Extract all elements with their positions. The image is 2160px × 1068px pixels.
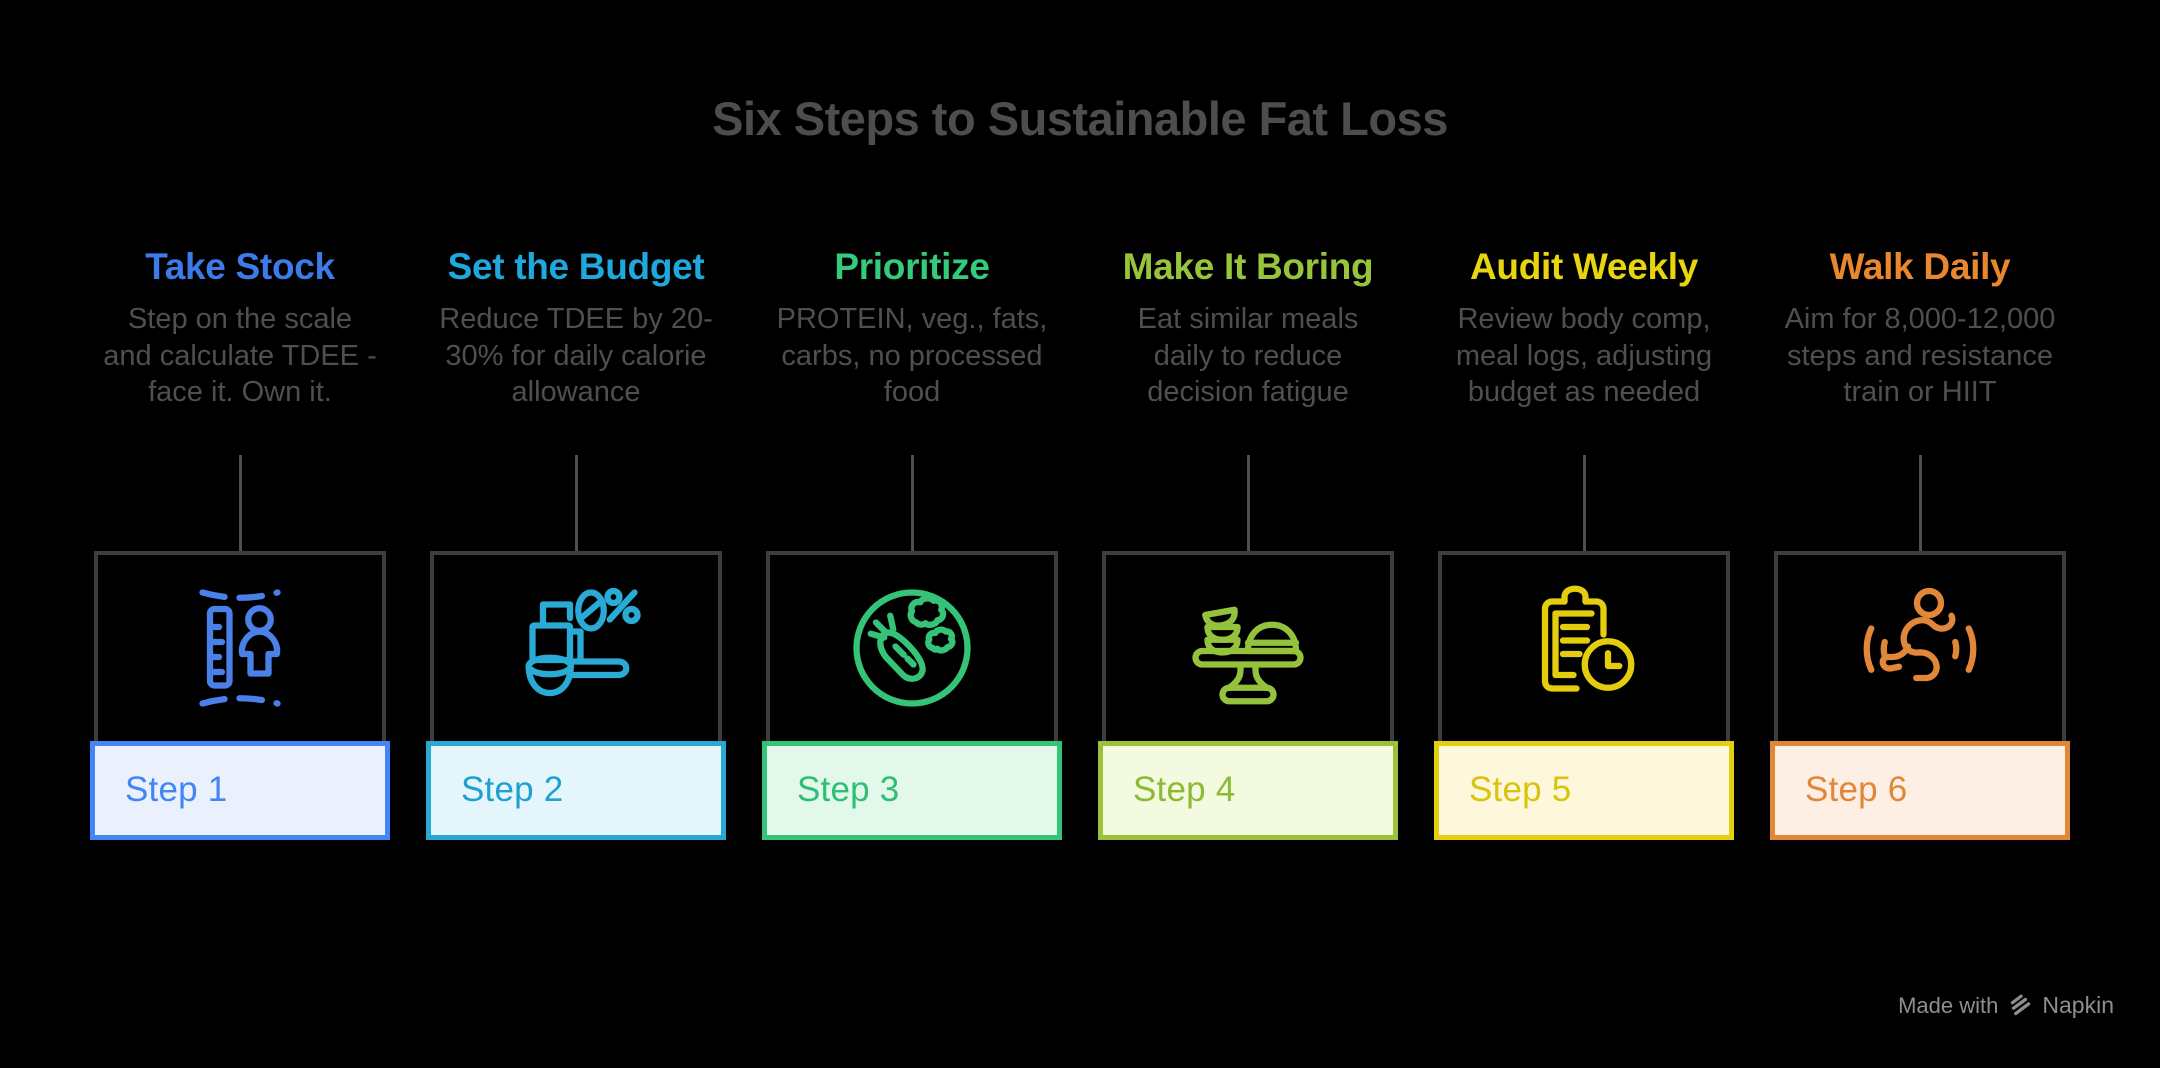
step-label-bar: Step 4 xyxy=(1098,740,1398,840)
step-icon-box xyxy=(1102,550,1394,741)
step-description: Eat similar meals daily to reduce decisi… xyxy=(1137,303,1359,408)
credit-text: Made with xyxy=(1898,992,1999,1018)
step-title: Prioritize xyxy=(834,246,990,287)
step-title: Set the Budget xyxy=(447,246,705,287)
step-title: Take Stock xyxy=(145,246,335,287)
credit-brand: Napkin xyxy=(2042,992,2114,1018)
step-icon-box xyxy=(94,550,386,741)
step-column-1: Take Stock Step on the scale and calcula… xyxy=(90,245,390,840)
step-icon-box xyxy=(1774,550,2066,741)
step-label: Step 6 xyxy=(1805,770,1908,809)
step-column-2: Set the Budget Reduce TDEE by 20- 30% fo… xyxy=(426,245,726,840)
clipboard-clock-icon xyxy=(1541,585,1635,692)
step-label-bar: Step 2 xyxy=(426,740,726,840)
calorie-budget-icon xyxy=(525,587,641,696)
step-icon-box xyxy=(1438,550,1730,741)
connector-line xyxy=(1918,454,1922,551)
body-measure-icon xyxy=(199,588,281,707)
connector-line xyxy=(1582,454,1586,551)
steps-row: Take Stock Step on the scale and calcula… xyxy=(90,245,2070,840)
step-title: Walk Daily xyxy=(1829,246,2011,287)
step-title: Make It Boring xyxy=(1122,246,1374,287)
step-description: Reduce TDEE by 20- 30% for daily calorie… xyxy=(439,303,713,408)
step-icon-box xyxy=(430,550,722,741)
step-title: Audit Weekly xyxy=(1469,246,1699,287)
step-label: Step 5 xyxy=(1469,770,1572,809)
made-with-napkin: Made with Napkin xyxy=(1898,992,2114,1019)
step-description: Aim for 8,000-12,000 steps and resistanc… xyxy=(1784,303,2056,408)
step-label-bar: Step 5 xyxy=(1434,740,1734,840)
step-label-bar: Step 3 xyxy=(762,740,1062,840)
step-label-bar: Step 1 xyxy=(90,740,390,840)
step-label-bar: Step 6 xyxy=(1770,740,2070,840)
step-description: Step on the scale and calculate TDEE - f… xyxy=(103,303,377,408)
connector-line xyxy=(910,454,914,551)
step-label: Step 3 xyxy=(797,770,900,809)
step-label: Step 1 xyxy=(125,770,228,809)
step-column-4: Make It Boring Eat similar meals daily t… xyxy=(1098,245,1398,840)
step-column-5: Audit Weekly Review body comp, meal logs… xyxy=(1434,245,1734,840)
step-column-3: Prioritize PROTEIN, veg., fats, carbs, n… xyxy=(762,245,1062,840)
napkin-logo-icon xyxy=(2011,994,2031,1015)
step-column-6: Walk Daily Aim for 8,000-12,000 steps an… xyxy=(1770,245,2070,840)
connector-line xyxy=(1246,454,1250,551)
meal-stand-icon xyxy=(1192,606,1304,704)
connector-line xyxy=(574,454,578,551)
step-label: Step 2 xyxy=(461,770,564,809)
running-person-icon xyxy=(1863,587,1977,681)
step-description: Review body comp, meal logs, adjusting b… xyxy=(1455,303,1713,408)
step-description: PROTEIN, veg., fats, carbs, no processed… xyxy=(776,303,1048,408)
connector-line xyxy=(238,454,242,551)
step-icon-box xyxy=(766,550,1058,741)
page-title: Six Steps to Sustainable Fat Loss xyxy=(712,92,1448,145)
step-label: Step 4 xyxy=(1133,770,1236,809)
healthy-plate-icon xyxy=(853,588,971,707)
